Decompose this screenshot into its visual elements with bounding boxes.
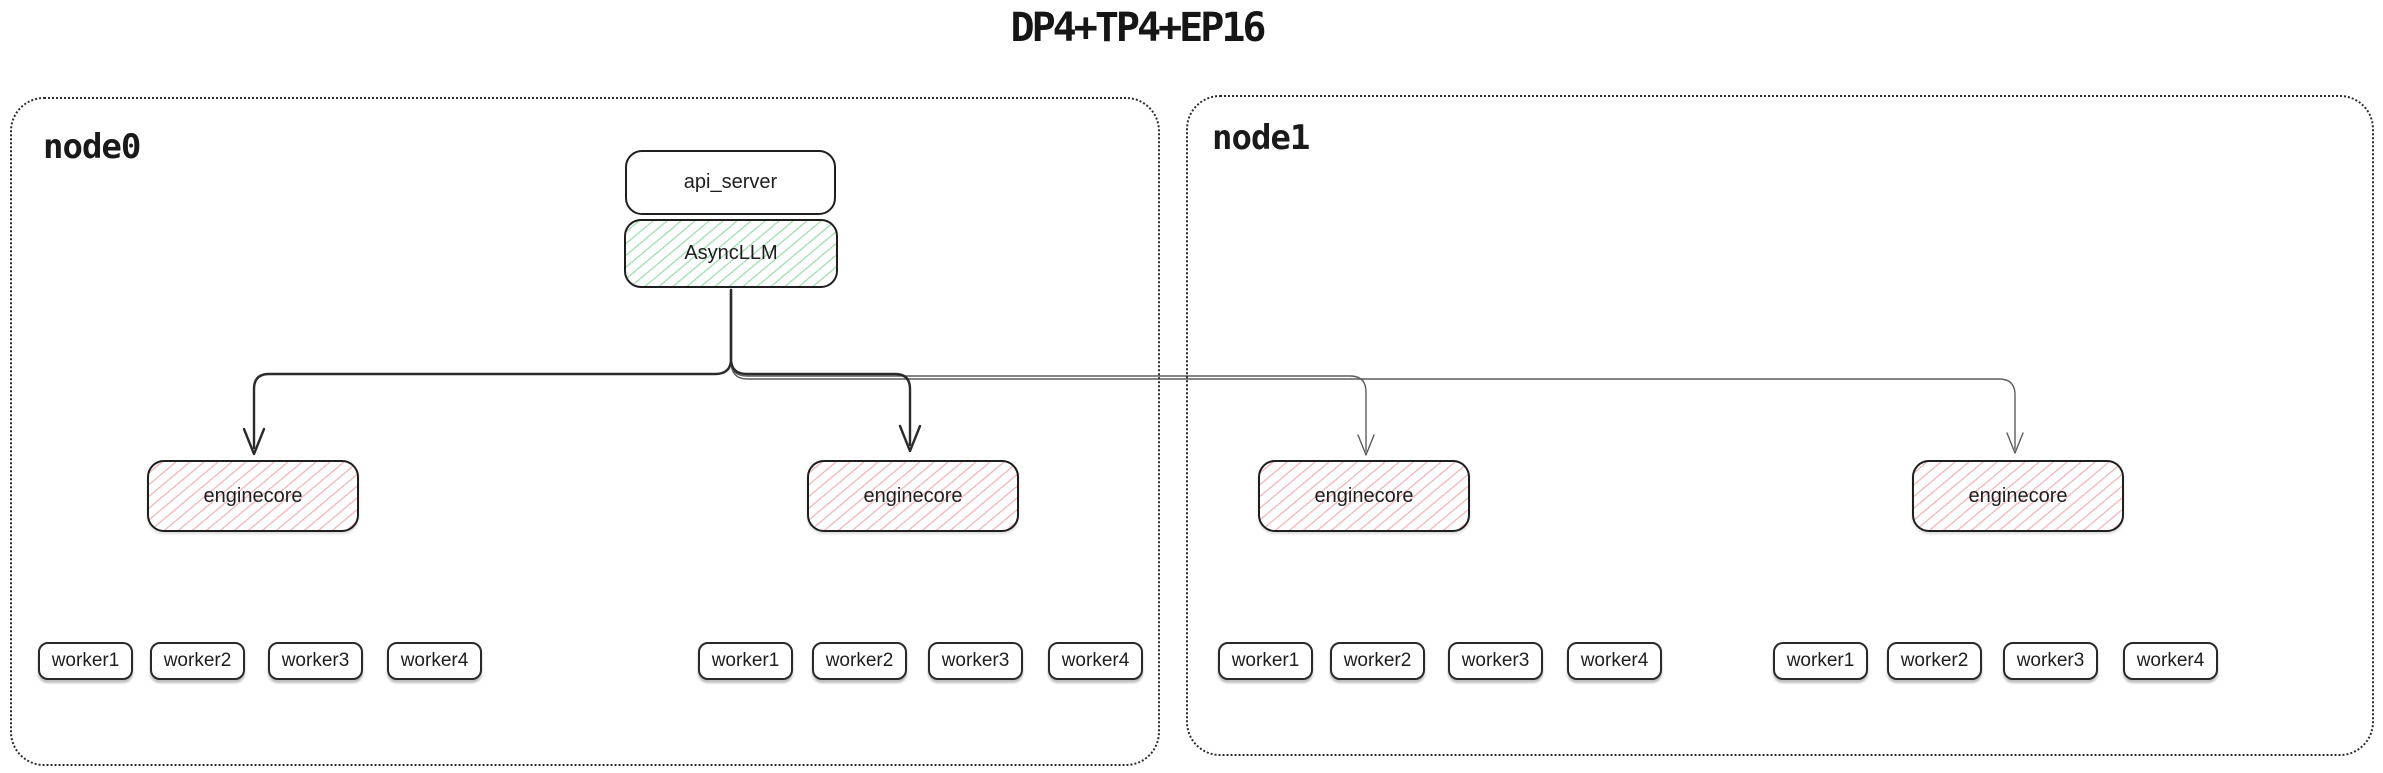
worker-box: worker1 xyxy=(698,642,793,680)
worker-box: worker4 xyxy=(1567,642,1662,680)
node0-label: node0 xyxy=(43,127,141,167)
worker-box: worker2 xyxy=(1887,642,1982,680)
worker-box: worker3 xyxy=(2003,642,2098,680)
enginecore-box: enginecore xyxy=(1912,460,2124,532)
worker-box: worker3 xyxy=(928,642,1023,680)
worker-box: worker1 xyxy=(1218,642,1313,680)
worker-box: worker2 xyxy=(812,642,907,680)
worker-box: worker3 xyxy=(1448,642,1543,680)
diagram-title: DP4+TP4+EP16 xyxy=(1010,5,1267,51)
worker-box: worker4 xyxy=(387,642,482,680)
worker-box: worker2 xyxy=(150,642,245,680)
api-server-box: api_server xyxy=(625,150,836,215)
worker-box: worker2 xyxy=(1330,642,1425,680)
node1-container xyxy=(1186,95,2374,756)
worker-box: worker1 xyxy=(1773,642,1868,680)
enginecore-box: enginecore xyxy=(807,460,1019,532)
worker-box: worker3 xyxy=(268,642,363,680)
node1-label: node1 xyxy=(1212,118,1310,158)
node0-container xyxy=(10,97,1160,766)
async-llm-box: AsyncLLM xyxy=(624,219,838,288)
enginecore-box: enginecore xyxy=(1258,460,1470,532)
worker-box: worker1 xyxy=(38,642,133,680)
worker-box: worker4 xyxy=(2123,642,2218,680)
enginecore-box: enginecore xyxy=(147,460,359,532)
worker-box: worker4 xyxy=(1048,642,1143,680)
